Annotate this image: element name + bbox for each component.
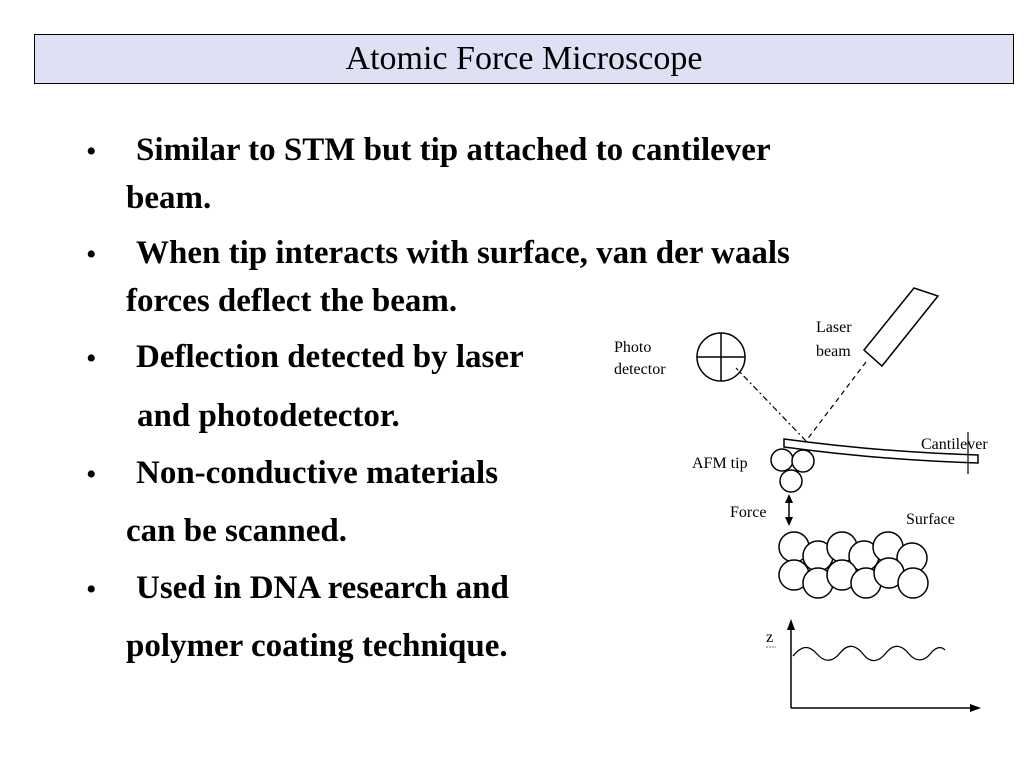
- laser-beam-label-2: beam: [816, 343, 851, 360]
- afm-tip-label: AFM tip: [692, 455, 748, 472]
- bullet-marker: •: [86, 573, 97, 606]
- bullet-2-line-1: When tip interacts with surface, van der…: [136, 235, 790, 271]
- photo-detector-icon: [696, 332, 746, 382]
- bullet-4-line-2: can be scanned.: [126, 513, 347, 549]
- bullet-3-line-1: Deflection detected by laser: [136, 339, 524, 375]
- cantilever-label: Cantilever: [921, 436, 988, 453]
- bullet-marker: •: [86, 458, 97, 491]
- reflected-beam-line: [735, 367, 807, 442]
- slide-title: Atomic Force Microscope: [345, 40, 703, 77]
- z-axis-label: z: [766, 629, 773, 646]
- bullet-4-line-1: Non-conductive materials: [136, 455, 499, 491]
- bullet-1-line-1: Similar to STM but tip attached to canti…: [136, 132, 771, 168]
- afm-tip-atoms: [770, 448, 815, 493]
- bullet-marker: •: [86, 238, 97, 271]
- height-profile-plot: [787, 619, 981, 712]
- bullet-3-line-2: and photodetector.: [137, 398, 400, 434]
- laser-beam-label-1: Laser: [816, 319, 852, 336]
- cantilever-icon: [783, 432, 979, 474]
- bullet-marker: •: [86, 135, 97, 168]
- surface-label: Surface: [906, 511, 955, 528]
- force-label: Force: [730, 504, 766, 521]
- force-arrow-icon: [785, 494, 793, 526]
- laser-beam-line: [805, 361, 867, 442]
- bullet-1-line-2: beam.: [126, 180, 212, 216]
- slide-title-bar: Atomic Force Microscope: [34, 34, 1014, 84]
- surface-atoms: [778, 531, 929, 599]
- photo-detector-label-1: Photo: [614, 339, 651, 356]
- bullet-5-line-2: polymer coating technique.: [126, 628, 508, 664]
- bullet-marker: •: [86, 342, 97, 375]
- laser-source-icon: [862, 287, 940, 368]
- bullet-2-line-2: forces deflect the beam.: [126, 283, 458, 319]
- photo-detector-label-2: detector: [614, 361, 666, 378]
- bullet-5-line-1: Used in DNA research and: [136, 570, 509, 606]
